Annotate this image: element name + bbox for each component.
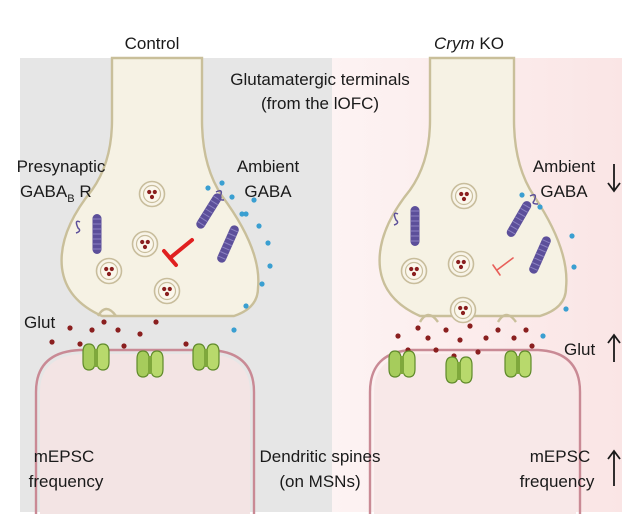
gaba-subscript: B: [67, 193, 74, 205]
gene-name: Crym: [434, 34, 475, 53]
control-spine: [34, 348, 256, 514]
terminals-label-line2: (from the lOFC): [261, 94, 379, 113]
spines-label-line2: (on MSNs): [279, 472, 360, 491]
vesicle: [131, 230, 159, 258]
ambient-gaba-left-line2: GABA: [244, 182, 292, 201]
glut-right-label: Glut: [564, 340, 595, 359]
mepsc-right-line2: frequency: [520, 472, 595, 491]
receptor-tail: [215, 190, 225, 201]
receptor-r: R: [75, 182, 92, 201]
gabab-receptor: [92, 213, 102, 255]
gabab-receptor: [410, 205, 420, 247]
control-active-zone-left: [96, 307, 117, 317]
glut-up-arrow: [607, 333, 621, 362]
vesicle: [95, 257, 123, 285]
control-glut-dots: [49, 319, 189, 349]
receptor-tail: [529, 194, 539, 205]
mepsc-left-line2: frequency: [29, 472, 104, 491]
presynaptic-label-line1: Presynaptic: [17, 157, 106, 176]
control-ambient-gaba-dots: [205, 180, 273, 333]
ko-active-zone-left: [418, 313, 439, 323]
ko-weak-inhibition-symbol: [492, 257, 514, 276]
receptor-tail: [393, 212, 399, 226]
ambient-gaba-right-line1: Ambient: [533, 157, 596, 176]
ambient-gaba-down-arrow: [607, 164, 621, 193]
receptor-tail: [75, 220, 81, 234]
ko-active-zone-right: [496, 313, 517, 323]
control-inhibition-symbol: [162, 238, 194, 267]
ko-glut-dots: [395, 323, 535, 359]
mepsc-right-line1: mEPSC: [530, 447, 590, 466]
ko-suffix: KO: [475, 34, 504, 53]
ko-gabab-receptors: [393, 194, 553, 276]
vesicle: [447, 250, 475, 278]
control-gabab-receptors: [75, 190, 241, 265]
ko-title: Crym KO: [434, 34, 504, 53]
vesicle: [400, 257, 428, 285]
gaba-text: GABA: [20, 182, 68, 201]
vesicle: [153, 277, 181, 305]
ko-spine: [368, 348, 582, 514]
ko-ambient-gaba-dots: [519, 192, 577, 339]
glut-left-label: Glut: [24, 313, 55, 332]
ambient-gaba-right-line2: GABA: [540, 182, 588, 201]
vesicle: [450, 182, 478, 210]
terminals-label-line1: Glutamatergic terminals: [230, 70, 410, 89]
ambient-gaba-left-line1: Ambient: [237, 157, 300, 176]
mepsc-left-line1: mEPSC: [34, 447, 94, 466]
mepsc-up-arrow: [607, 449, 621, 486]
vesicle: [449, 296, 477, 324]
spines-label-line1: Dendritic spines: [260, 447, 381, 466]
control-title: Control: [125, 34, 180, 53]
vesicle: [138, 180, 166, 208]
presynaptic-label-line2: GABAB R: [20, 182, 92, 205]
